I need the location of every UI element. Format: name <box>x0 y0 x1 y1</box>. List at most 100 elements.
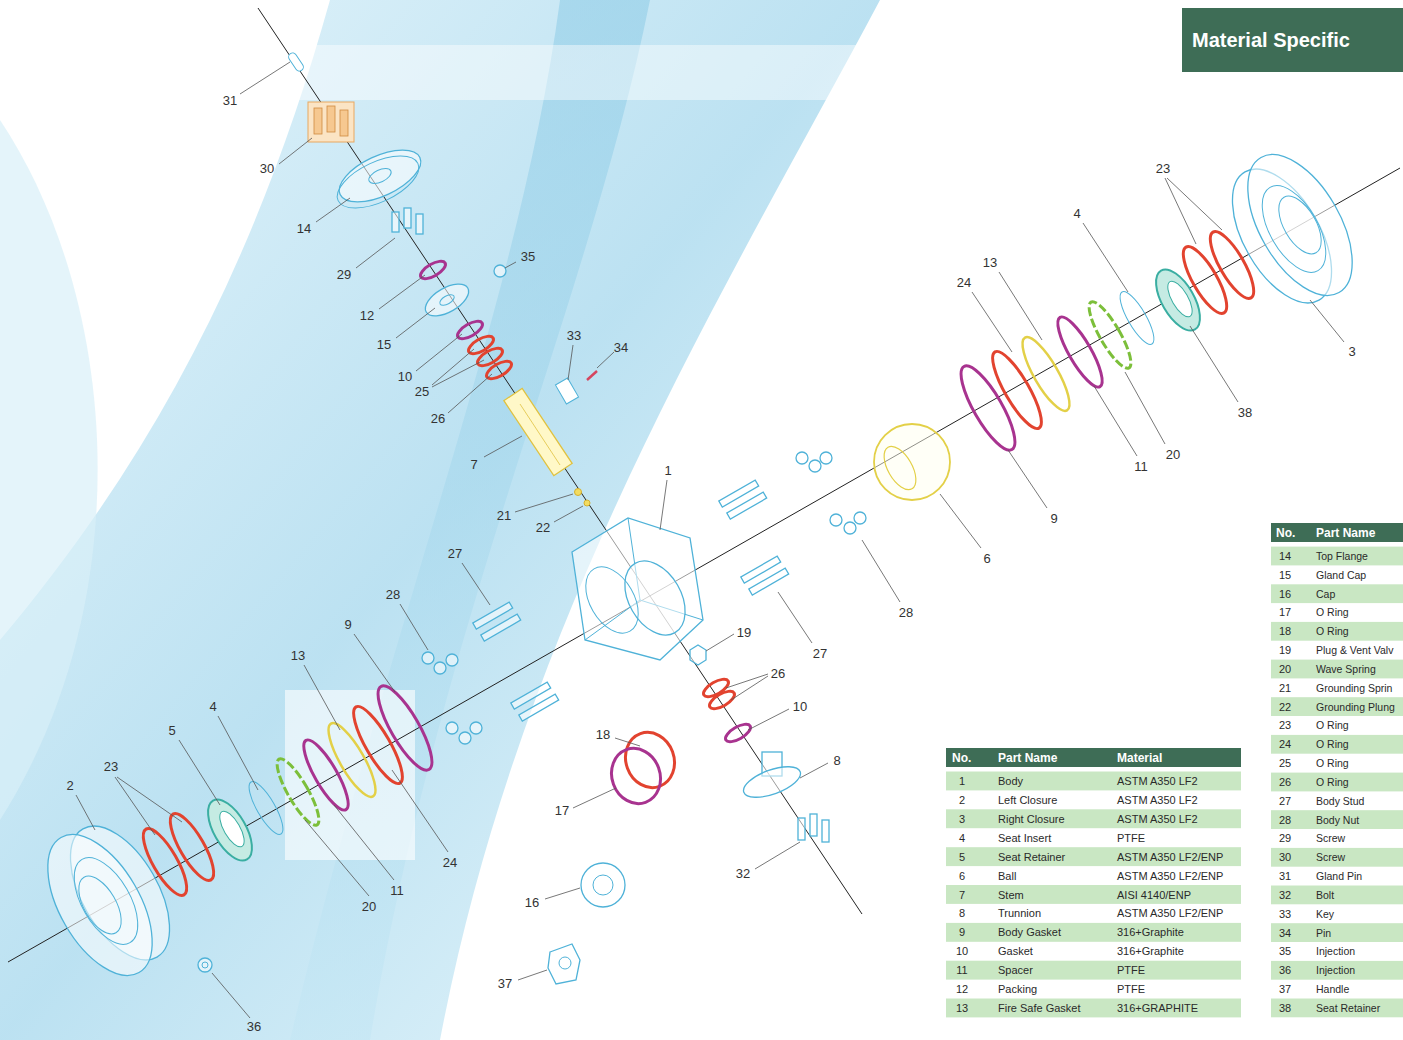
cover-parts <box>581 863 625 907</box>
leader-line <box>212 973 250 1018</box>
leader-line <box>731 676 768 700</box>
table-cell: Injection <box>1316 965 1355 976</box>
table-cell: PTFE <box>1117 984 1145 995</box>
table-cell: 20 <box>1279 663 1291 674</box>
callout-number: 37 <box>498 977 512 990</box>
table-background <box>946 847 1241 866</box>
leader-line <box>392 770 448 852</box>
table-cell: Body Gasket <box>998 927 1061 938</box>
body-part <box>572 518 703 660</box>
table-cell: Seat Retainer <box>998 851 1065 862</box>
background-swirl <box>30 45 870 100</box>
table-cell: Ball <box>998 870 1016 881</box>
leader-line <box>778 592 812 643</box>
callout-number: 38 <box>1238 406 1252 419</box>
table-cell: 19 <box>1279 645 1291 656</box>
table-cell: ASTM A350 LF2 <box>1117 813 1198 824</box>
table-cell: 27 <box>1279 795 1291 806</box>
stem-assembly <box>340 110 348 136</box>
stem-assembly <box>418 258 448 282</box>
callout-number: 19 <box>737 626 751 639</box>
table-cell: 11 <box>956 965 967 976</box>
table-cell: 33 <box>1279 908 1291 919</box>
leader-line <box>1165 178 1196 244</box>
leader-line <box>484 436 522 457</box>
table-cell: Gasket <box>998 946 1033 957</box>
body-part <box>575 558 649 642</box>
table-cell: 15 <box>1279 569 1291 580</box>
table-cell: Screw <box>1316 852 1345 863</box>
callout-number: 21 <box>497 509 511 522</box>
table-cell: Key <box>1316 909 1334 920</box>
leader-line <box>1310 300 1344 342</box>
title-banner <box>1182 8 1403 72</box>
table-cell: 1 <box>959 776 965 787</box>
table-background <box>946 961 1241 980</box>
table-background <box>1271 773 1403 792</box>
callout-number: 24 <box>957 276 971 289</box>
table-cell: 38 <box>1279 1002 1291 1013</box>
stem-assembly <box>332 139 429 212</box>
stem-assembly <box>475 345 505 369</box>
table-cell: ASTM A350 LF2/ENP <box>1117 908 1223 919</box>
closure-flange <box>61 847 151 954</box>
table-cell: 10 <box>956 946 968 957</box>
body-part <box>612 550 697 645</box>
leader-line <box>448 374 492 413</box>
seal-ring <box>1015 332 1078 417</box>
table-cell: Body Stud <box>1316 796 1364 807</box>
stud-and-nut <box>481 614 521 641</box>
table-cell: Grounding Sprin <box>1316 683 1392 694</box>
stem-assembly <box>555 378 578 404</box>
leader-line <box>972 292 1012 352</box>
table-cell: 5 <box>959 851 965 862</box>
closure-flange <box>1249 175 1339 282</box>
table-cell: O Ring <box>1316 777 1349 788</box>
leader-line <box>1083 223 1128 292</box>
table-header: No. <box>952 752 971 764</box>
table-cell: 316+Graphite <box>1117 927 1184 938</box>
callout-number: 28 <box>386 588 400 601</box>
table-cell: Handle <box>1316 984 1349 995</box>
callout-number: 31 <box>223 94 237 107</box>
table-cell: 3 <box>959 813 965 824</box>
table-cell: Top Flange <box>1316 551 1368 562</box>
stem-assembly <box>367 165 394 186</box>
cover-parts <box>548 944 580 984</box>
stud-and-nut <box>446 654 458 666</box>
callout-number: 10 <box>793 700 807 713</box>
callout-number: 23 <box>1156 162 1170 175</box>
table-background <box>1271 961 1403 980</box>
leader-line <box>218 716 258 790</box>
closure-flange <box>1226 137 1373 312</box>
callout-number: 23 <box>104 760 118 773</box>
stem-assembly <box>575 489 582 496</box>
table-cell: PTFE <box>1117 832 1145 843</box>
seal-ring <box>215 808 249 851</box>
callout-number: 12 <box>360 309 374 322</box>
cover-parts <box>198 725 682 990</box>
table-header: Part Name <box>998 752 1057 764</box>
callout-number: 20 <box>1166 448 1180 461</box>
table-background <box>946 999 1241 1018</box>
callout-number: 34 <box>614 341 628 354</box>
table-cell: O Ring <box>1316 739 1349 750</box>
callout-number: 30 <box>260 162 274 175</box>
callout-number: 28 <box>899 606 913 619</box>
table-cell: ASTM A350 LF2 <box>1117 794 1198 805</box>
table-cell: Grounding Plung <box>1316 701 1395 712</box>
leader-line <box>76 795 95 830</box>
callout-number: 32 <box>736 867 750 880</box>
table-background <box>1271 923 1403 942</box>
seal-ring <box>1050 312 1109 392</box>
stud-and-nut <box>749 568 789 595</box>
callout-number: 20 <box>362 900 376 913</box>
table-background <box>1271 810 1403 829</box>
table-cell: PTFE <box>1117 965 1145 976</box>
table-cell: 4 <box>959 832 965 843</box>
stem-assembly <box>520 404 560 465</box>
callout-number: 3 <box>1348 345 1355 358</box>
callout-number: 26 <box>771 667 785 680</box>
